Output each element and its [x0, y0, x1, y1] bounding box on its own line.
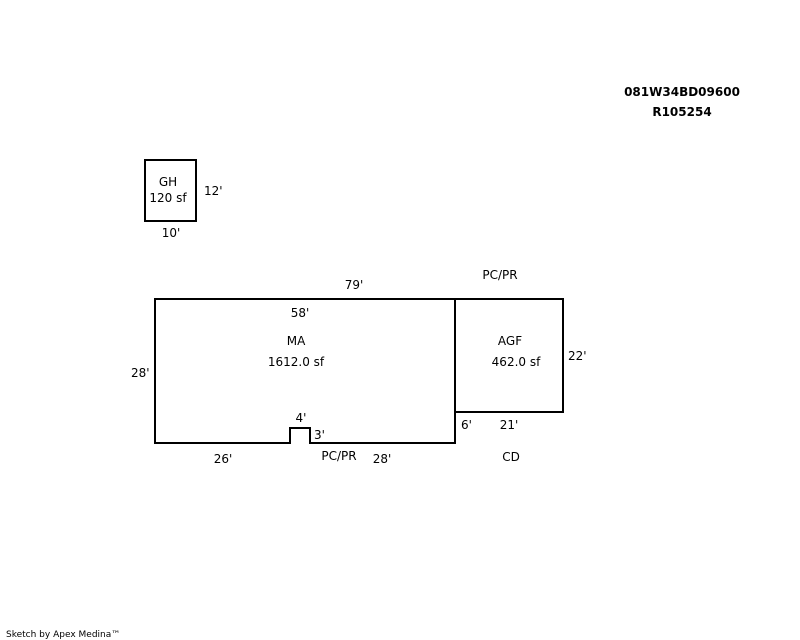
ma-left-dimension: 28'	[131, 366, 150, 380]
agf-bottom-dimension: 21'	[500, 418, 519, 432]
agf-code: AGF	[498, 334, 522, 348]
ma-bottom-right-dimension: 28'	[373, 452, 392, 466]
agf-right-dimension: 22'	[568, 349, 587, 363]
ma-bottom-left-dimension: 26'	[214, 452, 233, 466]
cd-label: CD	[502, 450, 520, 464]
gh-code: GH	[159, 175, 177, 189]
agf-size: 462.0 sf	[492, 355, 541, 369]
total-top-dimension: 79'	[345, 278, 364, 292]
gh-bottom-dimension: 10'	[162, 226, 181, 240]
ma-code: MA	[287, 334, 306, 348]
notch-width-dimension: 4'	[296, 411, 307, 425]
ma-top-dimension: 58'	[291, 306, 310, 320]
ma-outline	[154, 298, 456, 444]
gh-right-dimension: 12'	[204, 184, 223, 198]
agf-outline	[455, 298, 564, 413]
gh-outline	[144, 159, 197, 222]
notch-depth-dimension: 3'	[314, 428, 325, 442]
account-id: R105254	[652, 105, 711, 119]
parcel-id: 081W34BD09600	[624, 85, 740, 99]
pc-pr-bottom-label: PC/PR	[321, 449, 356, 463]
pc-pr-top-label: PC/PR	[482, 268, 517, 282]
ma-size: 1612.0 sf	[268, 355, 325, 369]
footer-credit: Sketch by Apex Medina™	[6, 630, 120, 640]
gh-size: 120 sf	[149, 191, 187, 205]
agf-offset-dimension: 6'	[461, 418, 472, 432]
